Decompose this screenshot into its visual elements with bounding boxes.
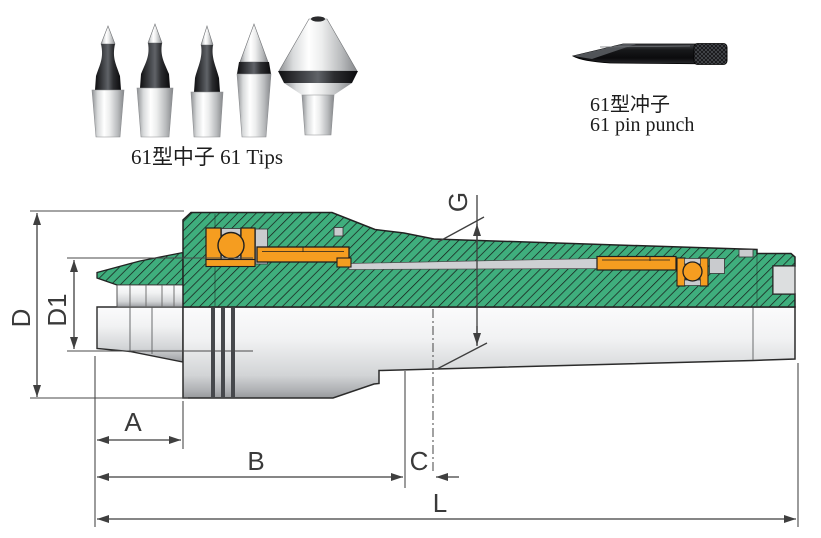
surface-tick	[437, 216, 485, 243]
dimension-label-D: D	[6, 309, 36, 328]
spindle-bar-front	[256, 227, 352, 268]
shank-end-recess	[772, 265, 796, 295]
section-upper-half	[96, 211, 796, 308]
rear-key-tab	[738, 249, 754, 258]
tip-1	[91, 25, 125, 138]
punch-photo: 61型冲子 61 pin punch	[571, 43, 728, 136]
dimension-label-C: C	[410, 446, 429, 476]
tip-2	[136, 23, 174, 138]
tip-3	[190, 25, 224, 138]
dim-D1: D1	[42, 257, 253, 352]
punch-caption-en: 61 pin punch	[590, 114, 694, 136]
external-lower-half	[96, 306, 796, 399]
dimension-label-A: A	[124, 407, 142, 437]
punch-highlight	[599, 45, 691, 48]
punch-blade-face	[573, 44, 636, 59]
nose-tip-section	[96, 251, 184, 286]
dimension-label-D1: D1	[42, 293, 72, 326]
body-ring-grooves	[211, 308, 235, 397]
tips-photo: 61型中子 61 Tips	[91, 16, 358, 169]
dim-A: A	[94, 356, 184, 527]
surface-tick	[436, 342, 488, 370]
dim-L: L	[97, 363, 799, 527]
set-screw	[333, 227, 344, 237]
dim-B: B	[97, 371, 406, 488]
dimension-label-B: B	[247, 446, 264, 476]
tip-4	[236, 23, 272, 138]
rear-bearing-ball	[682, 261, 703, 282]
spindle-bar-rear	[596, 255, 677, 271]
punch-knurl-grip	[693, 43, 728, 65]
nose-lower	[96, 306, 184, 363]
nose-seat	[116, 284, 184, 308]
cross-section-drawing: D D1 G A B C	[6, 192, 799, 527]
punch-caption-cn: 61型冲子	[590, 93, 670, 116]
tips-caption: 61型中子 61 Tips	[131, 145, 283, 169]
rear-bearing-spacer	[709, 258, 725, 274]
rear-bearing	[676, 249, 754, 287]
tip-5-bullnose	[278, 16, 358, 136]
dimension-label-G: G	[443, 192, 473, 212]
dim-D: D	[6, 210, 188, 399]
dimension-label-L: L	[433, 488, 447, 518]
dim-G: G	[436, 192, 488, 370]
front-bearing-ball	[217, 231, 245, 260]
dim-C: C	[410, 446, 459, 481]
body-shank-lower	[182, 306, 796, 399]
